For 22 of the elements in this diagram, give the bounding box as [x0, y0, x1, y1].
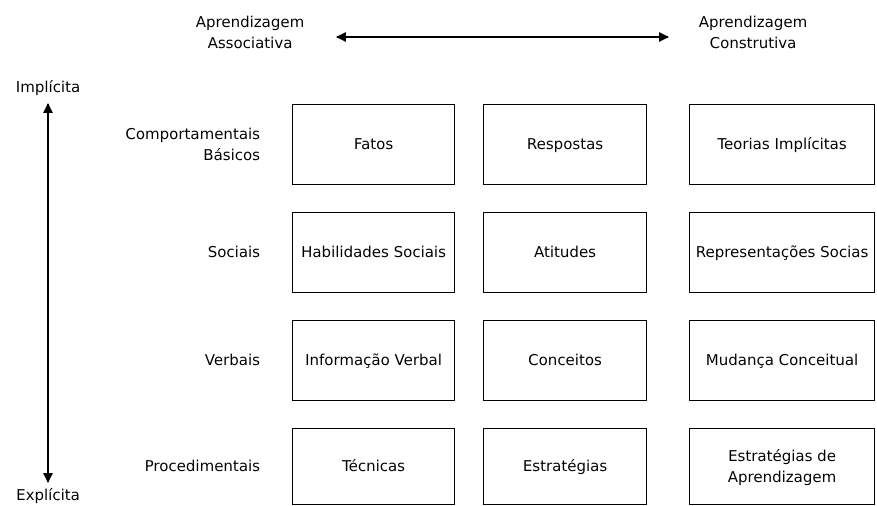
content-box: Mudança Conceitual — [689, 320, 875, 401]
content-box: Habilidades Sociais — [292, 212, 455, 293]
content-box: Teorias Implícitas — [689, 104, 875, 185]
content-box: Representações Socias — [689, 212, 875, 293]
content-box: Fatos — [292, 104, 455, 185]
content-box: Atitudes — [483, 212, 647, 293]
axis-label: Implícita — [4, 76, 92, 98]
content-box: Estratégias de Aprendizagem — [689, 428, 875, 505]
content-box: Técnicas — [292, 428, 455, 505]
heading: Aprendizagem Construtiva — [680, 10, 826, 56]
double-arrow — [43, 103, 53, 483]
row-label: Comportamentais Básicos — [124, 124, 260, 166]
content-box: Conceitos — [483, 320, 647, 401]
row-label: Procedimentais — [144, 456, 260, 477]
axis-label: Explícita — [4, 484, 92, 506]
content-box: Estratégias — [483, 428, 647, 505]
double-arrow — [336, 32, 669, 42]
row-label: Sociais — [208, 242, 260, 263]
row-label: Verbais — [204, 350, 260, 371]
heading: Aprendizagem Associativa — [175, 10, 325, 56]
content-box: Respostas — [483, 104, 647, 185]
content-box: Informação Verbal — [292, 320, 455, 401]
